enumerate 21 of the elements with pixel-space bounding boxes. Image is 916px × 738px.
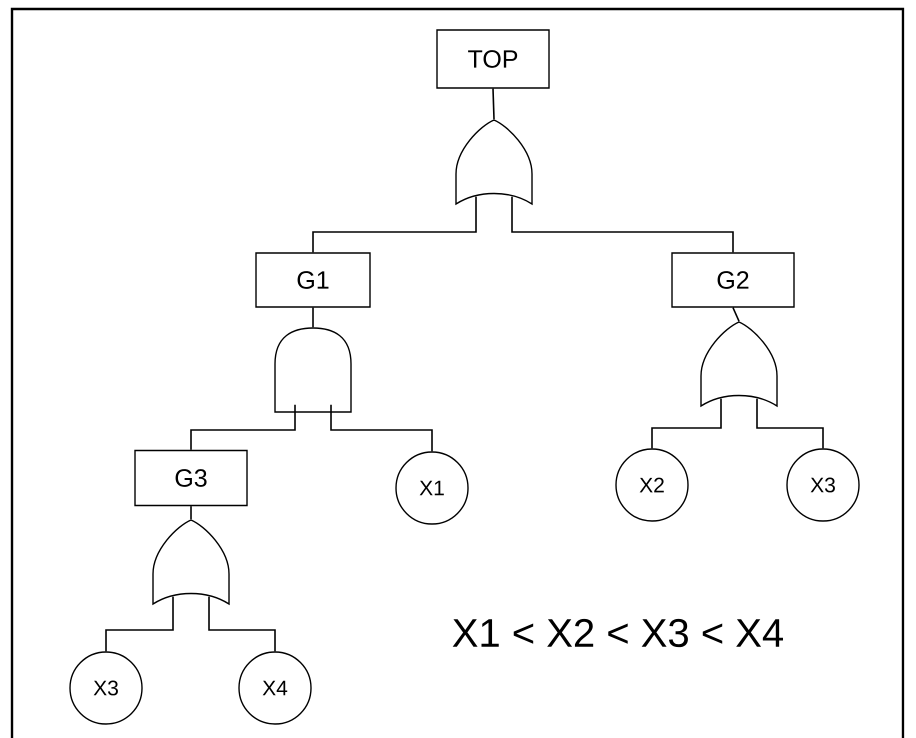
connector-line bbox=[312, 308, 314, 328]
event-box: G1 bbox=[255, 252, 371, 308]
event-box: G2 bbox=[671, 252, 795, 308]
connector-line bbox=[511, 196, 734, 252]
connector-line bbox=[756, 398, 824, 448]
connector-line bbox=[330, 404, 433, 452]
connector-line bbox=[208, 596, 276, 652]
event-box: G3 bbox=[134, 450, 248, 506]
or-gate bbox=[455, 119, 533, 205]
and-gate bbox=[274, 327, 352, 413]
connector-line bbox=[190, 404, 296, 450]
relation-label: X1 < X2 < X3 < X4 bbox=[452, 618, 783, 648]
connector-line bbox=[492, 88, 495, 120]
connector-line bbox=[651, 398, 722, 448]
connector-line bbox=[312, 196, 477, 252]
connector-line bbox=[105, 596, 174, 652]
or-gate bbox=[700, 321, 778, 407]
or-gate bbox=[152, 519, 230, 605]
connector-line bbox=[732, 307, 740, 322]
event-box: TOP bbox=[436, 29, 550, 89]
connector-line bbox=[190, 506, 192, 520]
